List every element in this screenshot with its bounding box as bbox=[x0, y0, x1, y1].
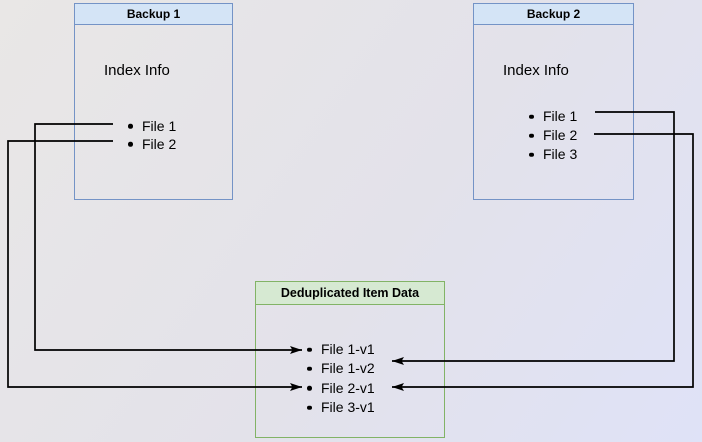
file-list-item: File 1 bbox=[529, 107, 577, 126]
backup2-subtitle: Index Info bbox=[503, 62, 569, 79]
file-list-item: File 3 bbox=[529, 145, 577, 164]
backup2-title: Backup 2 bbox=[474, 4, 633, 25]
file-list-item: File 1-v2 bbox=[307, 359, 375, 378]
backup1-subtitle: Index Info bbox=[104, 62, 170, 79]
file-list-item: File 2-v1 bbox=[307, 379, 375, 398]
file-list-item: File 2 bbox=[529, 126, 577, 145]
file-list-item: File 1 bbox=[128, 117, 176, 135]
file-list-item: File 1-v1 bbox=[307, 340, 375, 359]
file-list-item: File 3-v1 bbox=[307, 398, 375, 417]
dedup-title: Deduplicated Item Data bbox=[256, 282, 444, 305]
backup1-title: Backup 1 bbox=[75, 4, 232, 25]
file-list-item: File 2 bbox=[128, 135, 176, 153]
